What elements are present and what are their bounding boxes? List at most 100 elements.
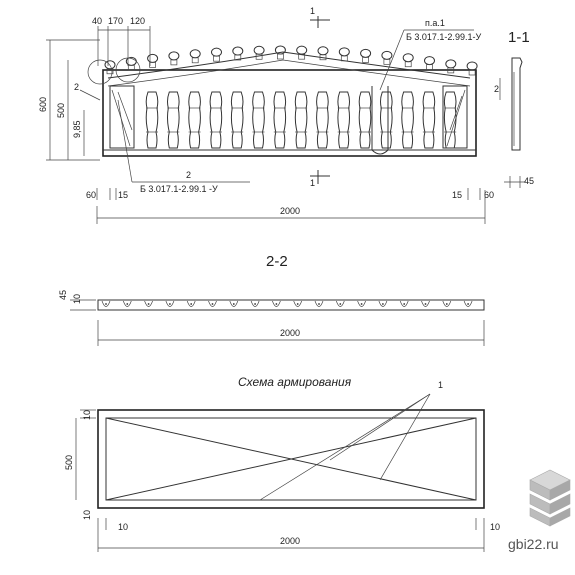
balusters [145, 91, 457, 149]
strip-hole [314, 300, 324, 307]
strip-hole [357, 300, 366, 307]
finial [296, 45, 308, 60]
dim-9-85: 9,85 [72, 120, 82, 138]
strip-hole [442, 300, 452, 307]
finials [104, 45, 478, 76]
note-ref-top: Б 3.017.1-2.99.1-У [406, 32, 481, 42]
panel-outline [102, 69, 477, 157]
elevation-view: 40 170 120 600 500 9,85 2 60 15 15 60 20… [38, 6, 494, 224]
section-1-1-profile [511, 57, 523, 151]
section-1-1-mark-2: 2 [494, 84, 499, 94]
strip-hole [165, 300, 175, 307]
dim-height-600: 600 [38, 97, 48, 112]
strip-hole [421, 300, 430, 307]
finial [402, 53, 414, 68]
baluster [252, 91, 265, 149]
dim-60-right: 60 [484, 190, 494, 200]
finial [189, 49, 201, 64]
strip-hole [208, 300, 217, 307]
baluster [209, 91, 223, 149]
finial [317, 46, 329, 61]
finial [466, 61, 478, 76]
dim-60-left: 60 [86, 190, 96, 200]
dim-top-120: 120 [130, 16, 145, 26]
reinforcement-dim-10-top: 10 [82, 410, 92, 420]
strip-hole [186, 300, 196, 307]
strip-hole [101, 300, 111, 307]
dim-top-170: 170 [108, 16, 123, 26]
note-pa: п.а.1 [425, 18, 445, 28]
reinforcement-dim-10-left: 10 [118, 522, 128, 532]
section-mark-bottom: 1 [310, 178, 315, 188]
reinforcement-dim-10-bottom: 10 [82, 510, 92, 520]
side-panel-right [442, 85, 468, 149]
dim-15-left: 15 [118, 190, 128, 200]
strip-hole [399, 300, 409, 307]
section-2-2-dim-10: 10 [72, 294, 82, 304]
site-watermark: gbi22.ru [508, 536, 559, 552]
section-2-2-title: 2-2 [266, 253, 288, 270]
baluster [273, 91, 287, 149]
dim-15-right: 15 [452, 190, 462, 200]
strip-hole [272, 300, 281, 307]
section-2-2: 2-2 45 10 2000 [58, 253, 485, 346]
finial [360, 48, 372, 63]
section-mark-top: 1 [310, 6, 315, 16]
finial [424, 56, 435, 70]
strip-hole [122, 300, 132, 307]
dim-height-500: 500 [56, 103, 66, 118]
reinforcement-dim-2000: 2000 [280, 536, 300, 546]
baluster [422, 91, 436, 149]
finial [445, 59, 457, 74]
finial [232, 46, 244, 61]
finial [253, 45, 265, 60]
strip-hole [250, 300, 260, 307]
section-2-2-holes [101, 300, 473, 307]
finial [147, 53, 159, 68]
strip-hole [229, 300, 239, 307]
finial [274, 45, 286, 60]
reinforcement-outer [97, 409, 485, 509]
section-2-2-dim-2000: 2000 [280, 328, 300, 338]
section-1-1-dim-45: 45 [524, 176, 534, 186]
baluster [443, 91, 457, 149]
note-ref-bottom-num: 2 [186, 170, 191, 180]
dim-top-40: 40 [92, 16, 102, 26]
baluster [358, 91, 372, 149]
baluster [294, 91, 308, 149]
strip-hole [144, 300, 153, 307]
reinforcement-title: Схема армирования [238, 375, 352, 389]
loop-detail [371, 86, 389, 155]
section-2-2-strip [97, 299, 485, 311]
dim-width-2000: 2000 [280, 206, 300, 216]
reinforcement-scheme: Схема армирования 1 10 500 10 10 10 2000 [64, 375, 500, 552]
side-panel-left [109, 85, 135, 149]
finial [211, 47, 222, 62]
callout-2-left: 2 [74, 82, 79, 92]
strip-hole [335, 300, 345, 307]
finial [381, 50, 393, 65]
baluster [145, 91, 159, 149]
baluster [230, 91, 244, 149]
finial [104, 60, 116, 75]
reinforcement-dim-500: 500 [64, 455, 74, 470]
reinforcement-callout: 1 [438, 380, 443, 390]
baluster [380, 91, 393, 149]
section-1-1-title: 1-1 [508, 29, 530, 46]
note-ref-bottom: Б 3.017.1-2.99.1 -У [140, 184, 218, 194]
baluster [337, 91, 350, 149]
section-2-2-dim-45: 45 [58, 290, 68, 300]
finial [338, 47, 350, 62]
baluster [316, 91, 329, 149]
reinforcement-inner [105, 417, 477, 501]
reinforcement-dim-10-right: 10 [490, 522, 500, 532]
section-1-1: 1-1 2 45 [494, 29, 534, 188]
baluster [401, 91, 414, 149]
strip-hole [463, 300, 473, 307]
finial [168, 51, 180, 66]
baluster [167, 91, 180, 149]
top-rail-curve [107, 51, 471, 79]
strip-hole [293, 300, 303, 307]
cube-logo-icon [529, 469, 571, 527]
